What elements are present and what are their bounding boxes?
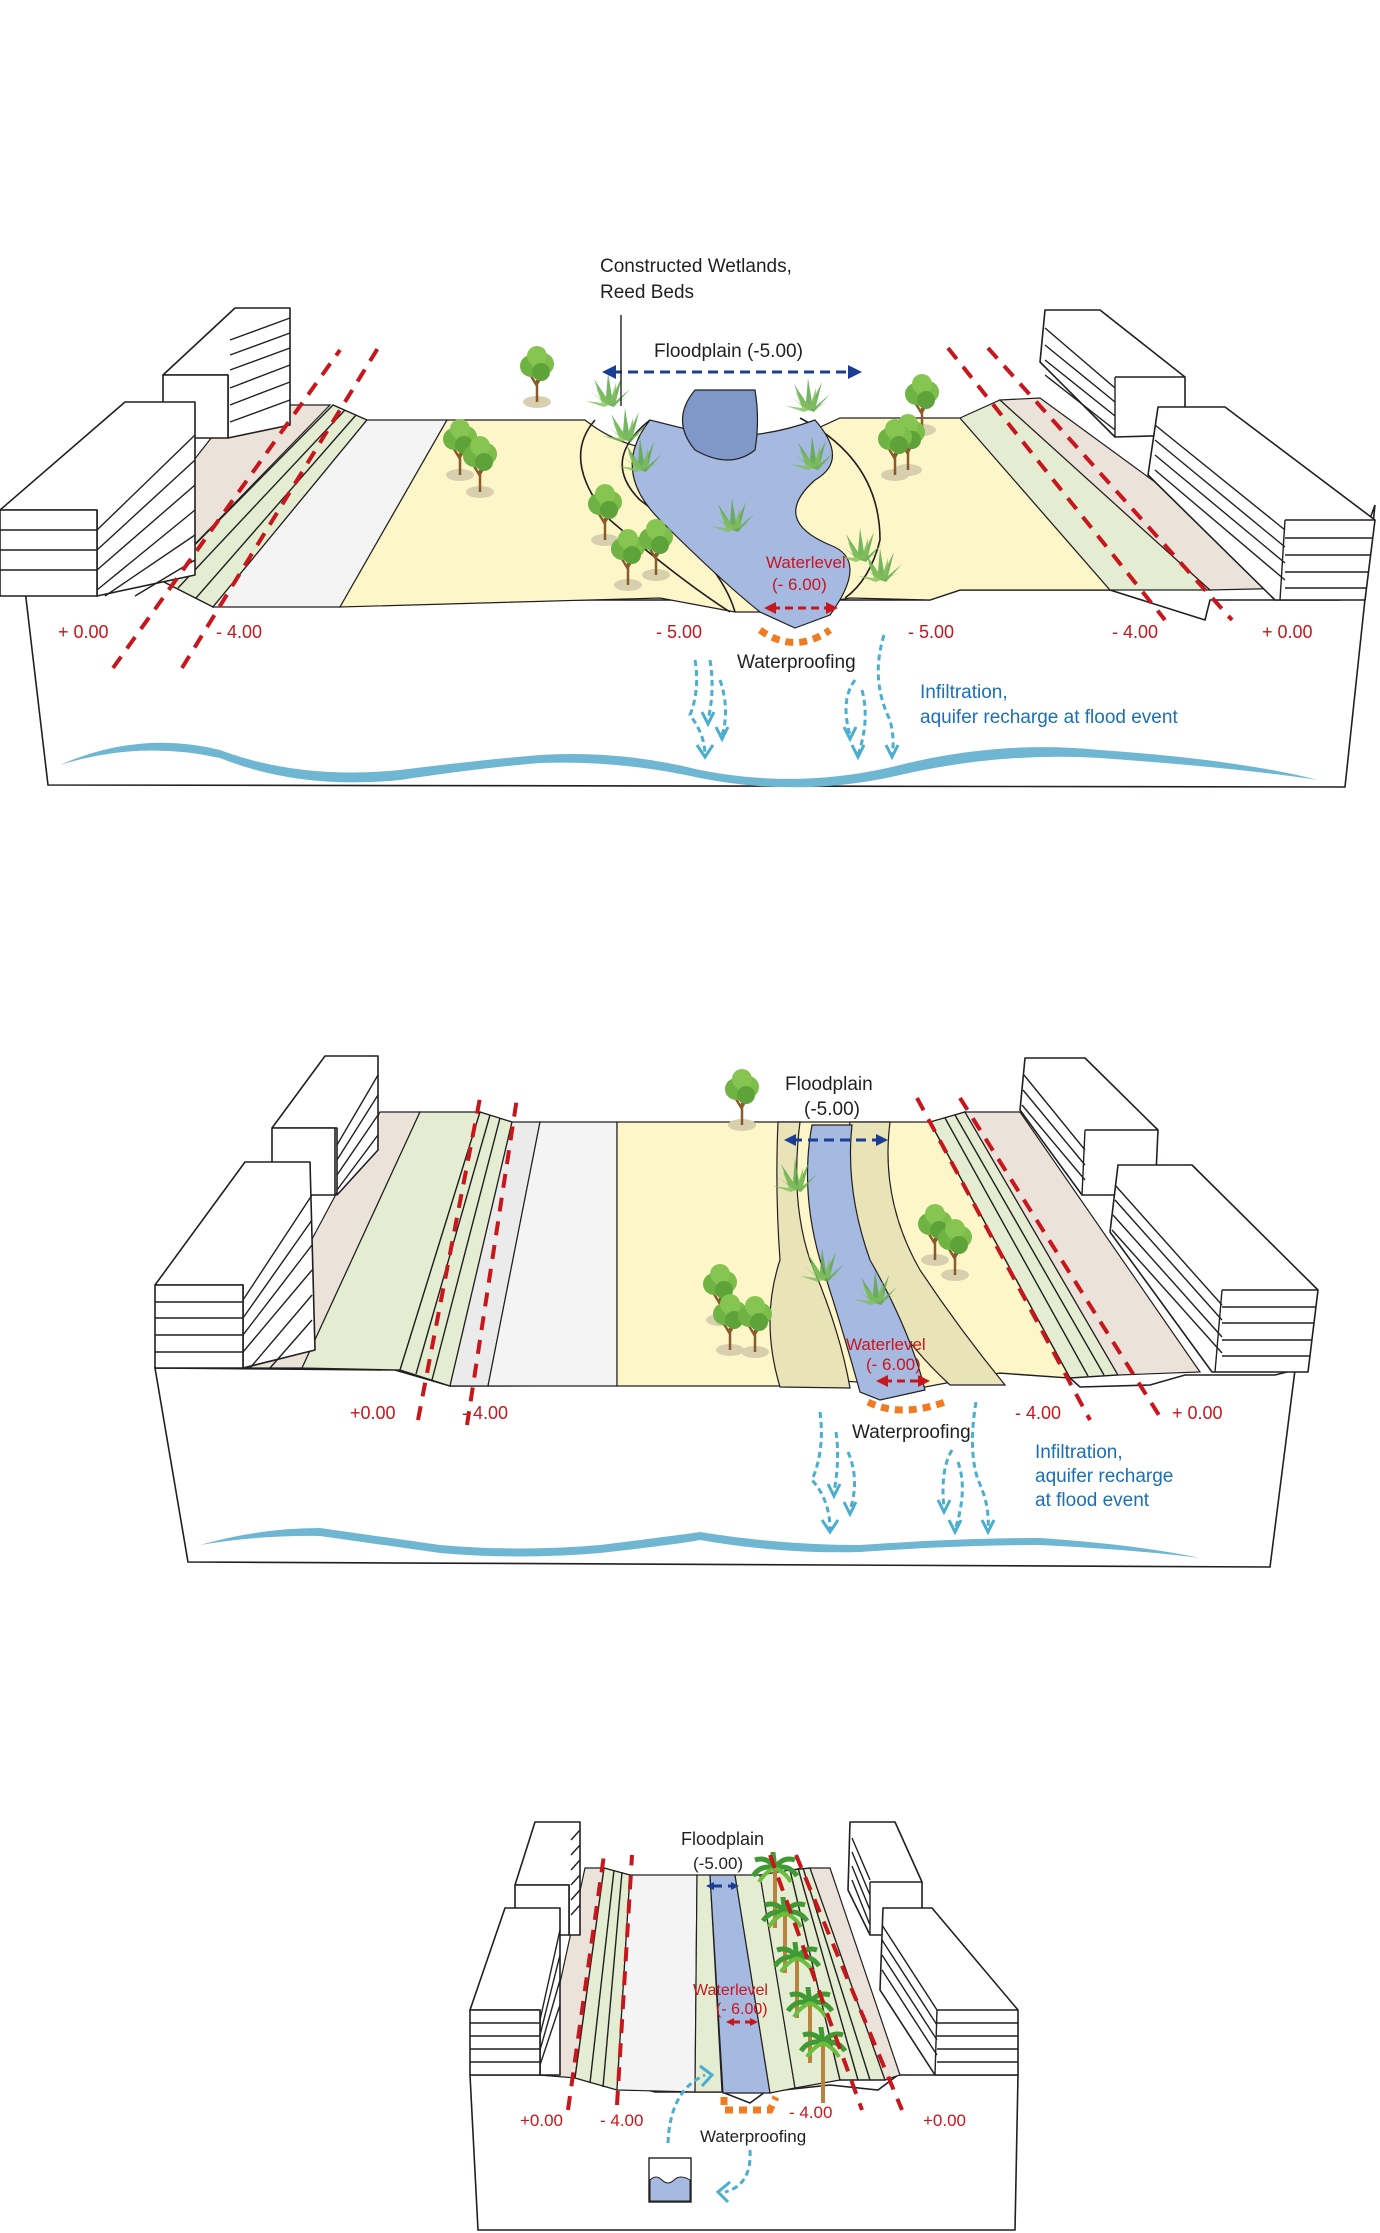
- waterlevel-value: (- 6.00): [866, 1355, 921, 1374]
- elevation-cut-line: [958, 1096, 1164, 1422]
- elevation-label: +0.00: [350, 1403, 396, 1423]
- floodplain-value: (-5.00): [804, 1099, 860, 1120]
- building-front-right: [1109, 1164, 1319, 1373]
- water-tank-icon: [648, 2157, 692, 2203]
- waterproofing-label: Waterproofing: [852, 1422, 971, 1443]
- elevation-cut-line: [180, 346, 380, 670]
- elevation-label: + 0.00: [1172, 1403, 1223, 1423]
- water-body: [806, 1124, 926, 1401]
- floodplain-label: Floodplain: [681, 1829, 764, 1849]
- building-front-right: [1147, 406, 1376, 601]
- elevation-label: - 4.00: [1015, 1403, 1061, 1423]
- waterproofing-marker: [757, 627, 833, 646]
- infiltration-label-line3: at flood event: [1035, 1490, 1150, 1511]
- floodplain-label: Floodplain: [785, 1074, 873, 1095]
- elevation-label: +0.00: [923, 2111, 966, 2130]
- elevation-label: - 4.00: [216, 622, 262, 642]
- wetlands-label: Constructed Wetlands,: [600, 256, 792, 277]
- waterproofing-label: Waterproofing: [737, 652, 856, 673]
- building-front-left: [0, 401, 196, 597]
- reed-bed: [586, 373, 630, 407]
- elevation-cut-line: [566, 1854, 606, 2111]
- elevation-label: - 4.00: [1112, 622, 1158, 642]
- elevation-cut-line: [111, 348, 342, 670]
- infiltration-label: Infiltration,: [1035, 1442, 1123, 1463]
- aquifer-water-icon: [60, 742, 1318, 788]
- building-back-right: [847, 1821, 923, 1936]
- waterlevel-label: Waterlevel: [693, 1982, 768, 1999]
- elevation-label: - 5.00: [656, 622, 702, 642]
- elevation-label: - 4.00: [600, 2111, 643, 2130]
- elevation-cut-line: [915, 1097, 1092, 1421]
- waterlevel-label: Waterlevel: [846, 1335, 926, 1354]
- waterlevel-label: Waterlevel: [766, 553, 846, 572]
- building-front-left: [154, 1161, 316, 1369]
- elevation-cut-line: [416, 1097, 482, 1421]
- waterlevel-value: (- 6.00): [716, 2001, 768, 2018]
- diagram-narrow-channel: Floodplain (-5.00) Waterlevel (- 6.00) W…: [469, 1821, 1019, 2231]
- floodplain-value: (-5.00): [693, 1854, 743, 1873]
- infiltration-arrows: [810, 1401, 996, 1536]
- building-front-left: [469, 1907, 561, 2076]
- elevation-cut-line: [768, 1854, 864, 2111]
- elevation-label: + 0.00: [1262, 622, 1313, 642]
- wetlands-label-line2: Reed Beds: [600, 282, 694, 303]
- elevation-label: +0.00: [520, 2111, 563, 2130]
- infiltration-label-line2: aquifer recharge: [1035, 1466, 1173, 1487]
- water-deep: [682, 389, 759, 461]
- elevation-label: - 5.00: [908, 622, 954, 642]
- elevation-label: + 0.00: [58, 622, 109, 642]
- reed-bed: [786, 378, 830, 412]
- aquifer-water-icon: [200, 1528, 1200, 1558]
- waterproofing-label: Waterproofing: [700, 2127, 806, 2146]
- elevation-cut-line: [986, 346, 1234, 622]
- waterproofing-marker: [866, 1398, 947, 1414]
- wetland-boundary: [579, 417, 881, 613]
- infiltration-label-line2: aquifer recharge at flood event: [920, 707, 1178, 728]
- diagram-medium-stream: Floodplain (-5.00) Waterlevel (- 6.00) W…: [154, 1055, 1319, 1568]
- paving-right: [963, 1111, 1202, 1376]
- elevation-cut-line: [615, 1854, 634, 2106]
- floodplain-label: Floodplain (-5.00): [654, 341, 803, 362]
- elevation-cut-line: [946, 346, 1167, 622]
- tree-icon: [518, 344, 556, 410]
- elevation-cut-line: [465, 1097, 519, 1426]
- diagram-wide-wetland: Constructed Wetlands, Reed Beds Floodpla…: [0, 256, 1376, 788]
- infiltration-arrows: [688, 634, 900, 761]
- paving-right: [809, 1867, 901, 2081]
- elevation-label: - 4.00: [462, 1403, 508, 1423]
- building-front-right: [879, 1907, 1019, 2076]
- infiltration-label: Infiltration,: [920, 682, 1008, 703]
- waterlevel-value: (- 6.00): [772, 575, 827, 594]
- water-cycle-arrows: [666, 2064, 752, 2204]
- waterproofing-marker: [720, 2095, 780, 2114]
- ground-section-block: [469, 2074, 1019, 2231]
- elevation-label: - 4.00: [789, 2103, 832, 2122]
